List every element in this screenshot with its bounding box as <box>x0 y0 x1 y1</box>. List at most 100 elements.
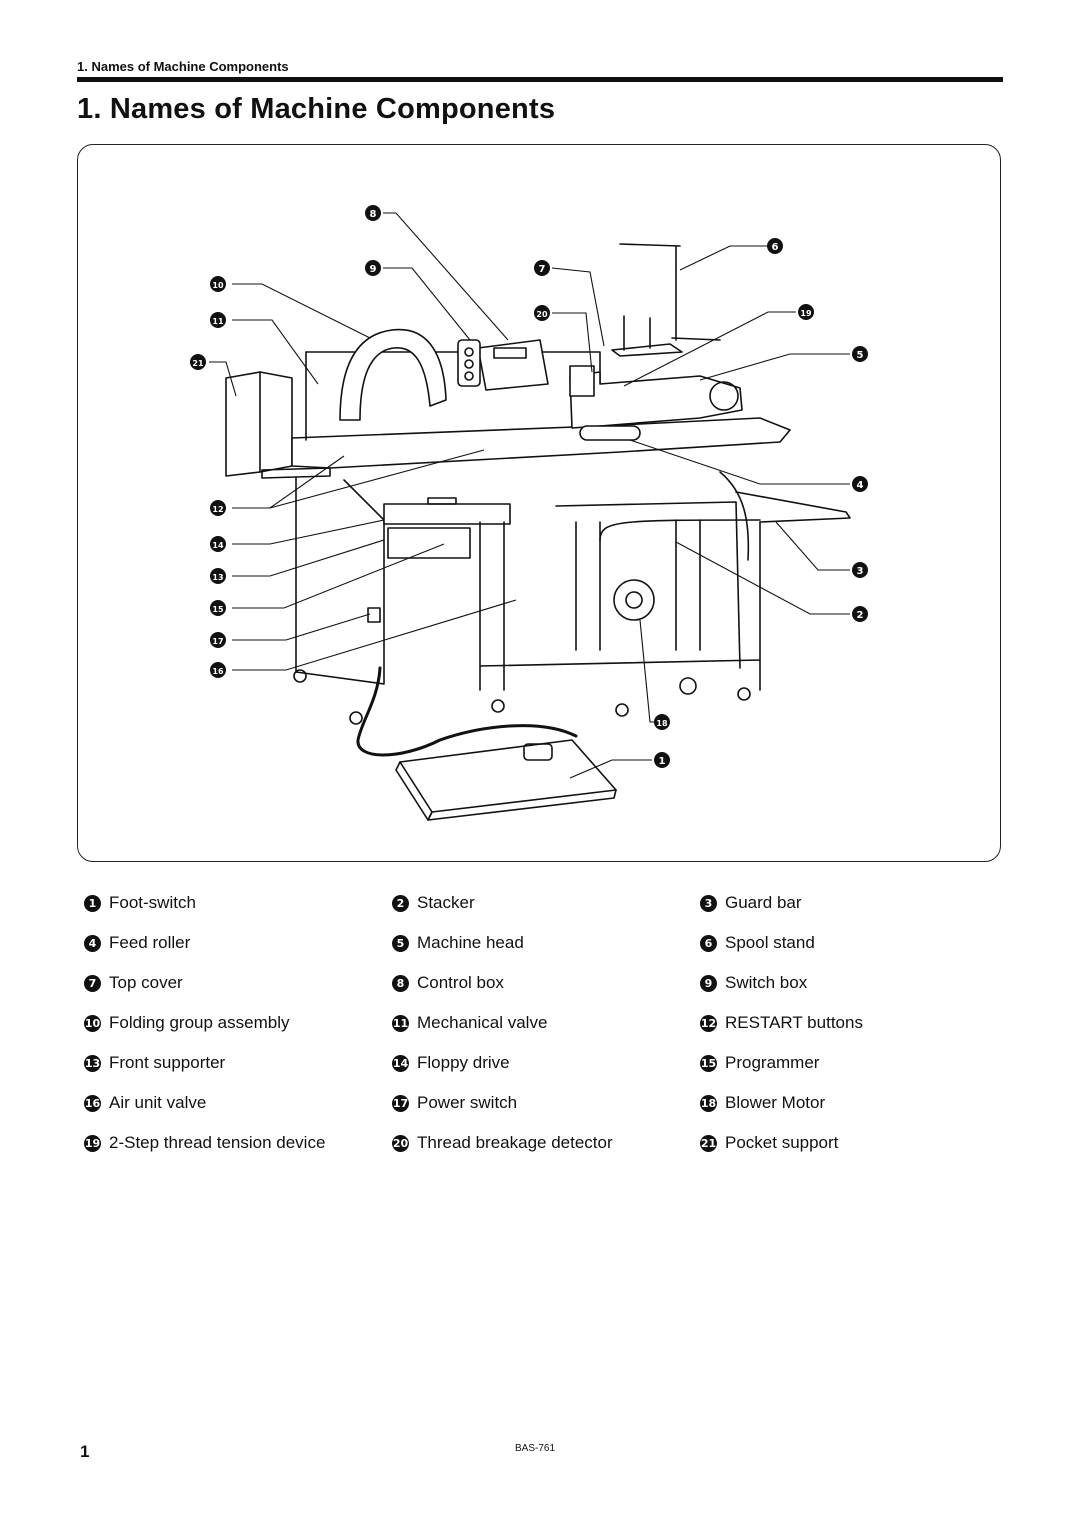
machine-figure <box>77 144 1001 862</box>
legend-label: Power switch <box>417 1093 518 1112</box>
legend-item-front-supporter: 13 Front supporter <box>84 1053 225 1073</box>
callout-13: 13 <box>210 568 226 584</box>
callout-9: 9 <box>365 260 381 276</box>
legend-label: RESTART buttons <box>725 1013 863 1032</box>
number-badge: 6 <box>700 934 717 952</box>
callout-1: 1 <box>654 752 670 768</box>
callout-19: 19 <box>798 304 814 320</box>
legend-label: Stacker <box>417 893 475 912</box>
callout-15: 15 <box>210 600 226 616</box>
svg-text:10: 10 <box>212 281 224 290</box>
legend-item-thread-breakage-detector: 20 Thread breakage detector <box>392 1133 613 1153</box>
callout-7: 7 <box>534 260 550 276</box>
svg-text:2: 2 <box>857 610 864 621</box>
legend-label: Top cover <box>109 973 183 992</box>
legend-label: Mechanical valve <box>417 1013 548 1032</box>
legend-row: 7 Top cover 8 Control box 9 Switch box <box>84 973 984 1013</box>
number-badge: 14 <box>392 1054 409 1072</box>
legend-item-guard-bar: 3 Guard bar <box>700 893 802 913</box>
callout-8: 8 <box>365 205 381 221</box>
svg-text:14: 14 <box>212 541 224 550</box>
number-badge: 16 <box>84 1094 101 1112</box>
legend-item-spool-stand: 6 Spool stand <box>700 933 815 953</box>
header-rule <box>77 77 1003 82</box>
callout-6: 6 <box>767 238 783 254</box>
page-number: 1 <box>80 1442 90 1461</box>
number-badge: 4 <box>84 934 101 952</box>
callout-16: 16 <box>210 662 226 678</box>
callout-10: 10 <box>210 276 226 292</box>
legend-label: Feed roller <box>109 933 191 952</box>
legend-label: 2-Step thread tension device <box>109 1133 326 1152</box>
svg-text:5: 5 <box>857 350 864 361</box>
svg-text:13: 13 <box>212 573 223 582</box>
number-badge: 19 <box>84 1134 101 1152</box>
number-badge: 12 <box>700 1014 717 1032</box>
number-badge: 10 <box>84 1014 101 1032</box>
page-title: 1. Names of Machine Components <box>77 93 556 125</box>
legend-label: Pocket support <box>725 1133 839 1152</box>
running-header: 1. Names of Machine Components <box>77 59 289 74</box>
legend-label: Folding group assembly <box>109 1013 290 1032</box>
legend-item-floppy-drive: 14 Floppy drive <box>392 1053 510 1073</box>
callout-2: 2 <box>852 606 868 622</box>
legend-row: 10 Folding group assembly 11 Mechanical va… <box>84 1013 984 1053</box>
number-badge: 17 <box>392 1094 409 1112</box>
callout-17: 17 <box>210 632 226 648</box>
callout-3: 3 <box>852 562 868 578</box>
legend-label: Floppy drive <box>417 1053 510 1072</box>
svg-text:4: 4 <box>857 480 864 491</box>
number-badge: 9 <box>700 974 717 992</box>
legend-row: 19 2-Step thread tension device 20 Thread … <box>84 1133 984 1173</box>
number-badge: 15 <box>700 1054 717 1072</box>
legend-item-restart-buttons: 12 RESTART buttons <box>700 1013 863 1033</box>
callout-12: 12 <box>210 500 226 516</box>
number-badge: 1 <box>84 894 101 912</box>
callout-14: 14 <box>210 536 226 552</box>
number-badge: 8 <box>392 974 409 992</box>
legend-label: Guard bar <box>725 893 802 912</box>
number-badge: 7 <box>84 974 101 992</box>
legend-item-feed-roller: 4 Feed roller <box>84 933 190 953</box>
callout-5: 5 <box>852 346 868 362</box>
legend-label: Thread breakage detector <box>417 1133 613 1152</box>
legend-label: Switch box <box>725 973 808 992</box>
legend-item-pocket-support: 21 Pocket support <box>700 1133 838 1153</box>
callout-4: 4 <box>852 476 868 492</box>
svg-text:20: 20 <box>536 310 548 319</box>
svg-text:3: 3 <box>857 566 864 577</box>
legend-item-power-switch: 17 Power switch <box>392 1093 517 1113</box>
svg-text:9: 9 <box>370 264 377 275</box>
svg-text:7: 7 <box>539 264 546 275</box>
number-badge: 18 <box>700 1094 717 1112</box>
svg-text:12: 12 <box>212 505 223 514</box>
legend-label: Machine head <box>417 933 524 952</box>
legend-item-switch-box: 9 Switch box <box>700 973 807 993</box>
number-badge: 13 <box>84 1054 101 1072</box>
svg-text:15: 15 <box>212 605 224 614</box>
svg-text:16: 16 <box>212 667 224 676</box>
callout-11: 11 <box>210 312 226 328</box>
svg-text:1: 1 <box>659 756 666 767</box>
svg-text:19: 19 <box>800 309 812 318</box>
number-badge: 21 <box>700 1134 717 1152</box>
document-code: BAS-761 <box>515 1443 556 1454</box>
legend-label: Control box <box>417 973 504 992</box>
legend-label: Spool stand <box>725 933 815 952</box>
number-badge: 11 <box>392 1014 409 1032</box>
number-badge: 20 <box>392 1134 409 1152</box>
svg-text:6: 6 <box>772 242 779 253</box>
svg-text:17: 17 <box>212 637 223 646</box>
number-badge: 3 <box>700 894 717 912</box>
legend-item-folding-group-assembly: 10 Folding group assembly <box>84 1013 289 1033</box>
callout-21: 21 <box>190 354 206 370</box>
legend-label: Front supporter <box>109 1053 226 1072</box>
